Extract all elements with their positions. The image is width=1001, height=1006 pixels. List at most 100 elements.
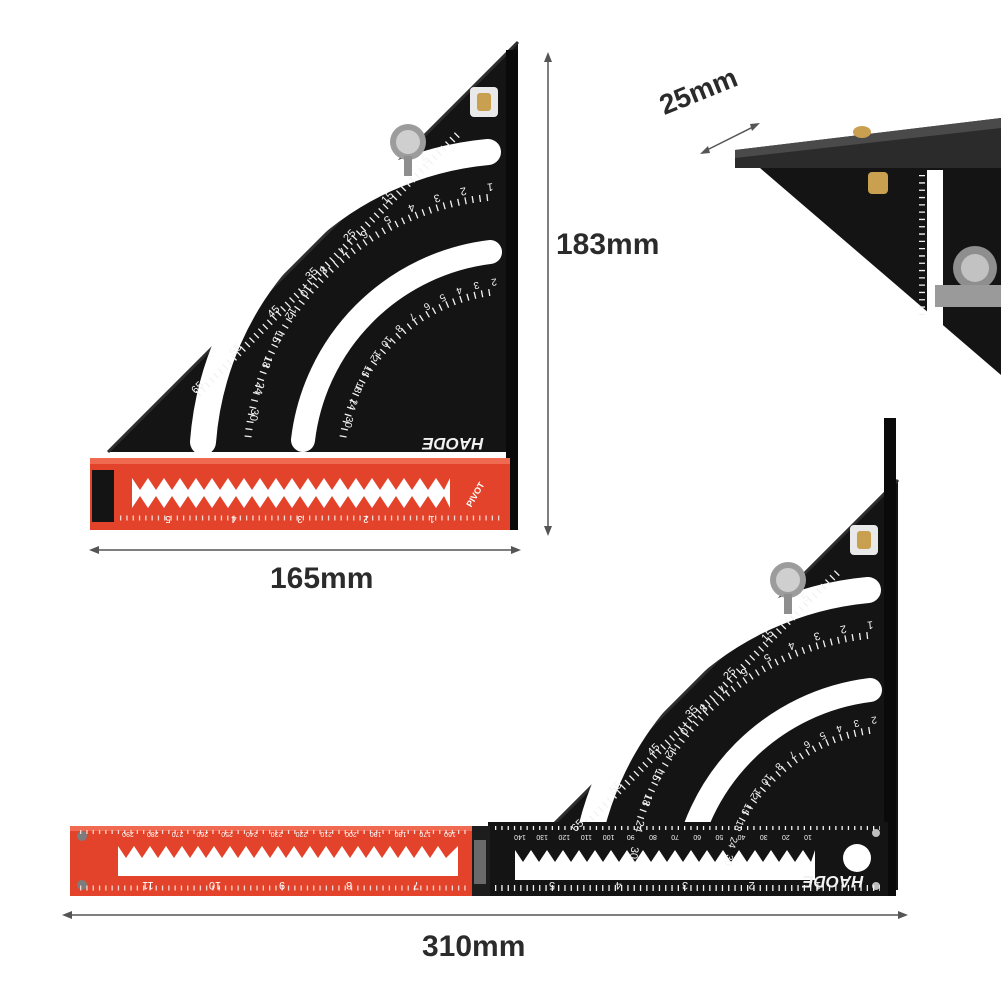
common-rafter-label: 1 bbox=[486, 180, 493, 193]
arm-inch-label: 2 bbox=[363, 513, 369, 524]
base-mm-label: 60 bbox=[693, 833, 701, 840]
base-mm-label: 80 bbox=[649, 833, 657, 840]
common-rafter-label: 4 bbox=[786, 638, 796, 651]
extended-mm-label: 180 bbox=[395, 830, 407, 837]
thickness-closeup bbox=[735, 118, 1001, 375]
base-mm-label: 20 bbox=[782, 833, 790, 840]
arm-inch-label: 1 bbox=[429, 513, 435, 524]
common-rafter-label: 15 bbox=[649, 767, 665, 783]
dimension-lines bbox=[62, 52, 908, 919]
extended-inch-label: 10 bbox=[209, 879, 221, 891]
hip-valley-label: 7 bbox=[406, 310, 418, 322]
common-rafter-label: 6 bbox=[738, 665, 750, 678]
arm-inch-label: 5 bbox=[165, 513, 171, 524]
common-rafter-label: 30 bbox=[627, 846, 641, 860]
common-rafter-label: 3 bbox=[812, 629, 821, 642]
base-mm-label: 40 bbox=[738, 833, 746, 840]
hip-valley-label: 24 bbox=[725, 836, 739, 850]
hip-valley-label: 2 bbox=[490, 275, 497, 287]
hip-valley-label: 18 bbox=[731, 818, 746, 833]
hip-valley-label: 15 bbox=[738, 802, 753, 817]
extended-mm-label: 270 bbox=[172, 830, 184, 837]
hip-valley-label: 8 bbox=[392, 322, 404, 334]
brand-logo: HAODE bbox=[422, 434, 484, 453]
base-mm-label: 100 bbox=[603, 833, 615, 840]
base-mm-label: 90 bbox=[627, 833, 635, 840]
extended-mm-label: 220 bbox=[295, 830, 307, 837]
hip-valley-label: 4 bbox=[454, 284, 463, 296]
hip-valley-label: 2 bbox=[870, 713, 877, 725]
extended-inch-label: 8 bbox=[346, 879, 352, 891]
base-mm-label: 110 bbox=[581, 833, 592, 840]
hip-valley-label: 7 bbox=[786, 748, 798, 760]
folded-width-dimension-label: 165mm bbox=[270, 562, 374, 595]
unfolded-width-dimension-label: 310mm bbox=[422, 930, 526, 963]
common-rafter-label: 10 bbox=[297, 282, 314, 299]
common-rafter-label: 30 bbox=[247, 408, 261, 422]
common-rafter-label: 24 bbox=[631, 819, 646, 834]
base-inch-label: 5 bbox=[549, 879, 555, 891]
hip-valley-label: 8 bbox=[772, 760, 784, 772]
base-inch-label: 4 bbox=[615, 879, 621, 891]
common-rafter-label: 5 bbox=[761, 651, 772, 664]
common-rafter-label: 24 bbox=[251, 381, 266, 396]
hip-valley-label: 5 bbox=[437, 291, 447, 304]
base-inch-label: 1 bbox=[815, 879, 821, 891]
arm-inch-label: 4 bbox=[231, 513, 237, 524]
common-rafter-label: 18 bbox=[259, 354, 274, 370]
hip-valley-label: 15 bbox=[358, 364, 373, 379]
hip-valley-label: 5 bbox=[817, 729, 827, 742]
hip-valley-label: 6 bbox=[801, 738, 812, 751]
arm-inch-label: 3 bbox=[297, 513, 303, 524]
hip-valley-label: 30 bbox=[722, 854, 735, 867]
extended-mm-label: 280 bbox=[147, 830, 159, 837]
folded-square-frame bbox=[90, 50, 518, 530]
common-rafter-label: 2 bbox=[839, 622, 847, 635]
base-mm-label: 140 bbox=[514, 833, 526, 840]
common-rafter-label: 18 bbox=[639, 792, 654, 808]
base-mm-label: 10 bbox=[804, 833, 812, 840]
base-mm-label: 50 bbox=[715, 833, 723, 840]
base-mm-label: 120 bbox=[558, 833, 570, 840]
extended-mm-label: 200 bbox=[345, 830, 357, 837]
hip-valley-label: 6 bbox=[421, 300, 432, 313]
base-inch-label: 2 bbox=[748, 879, 754, 891]
hip-valley-label: 24 bbox=[345, 398, 359, 412]
base-mm-label: 70 bbox=[671, 833, 679, 840]
extended-inch-label: 11 bbox=[142, 879, 153, 891]
height-dimension-label: 183mm bbox=[556, 228, 660, 261]
common-rafter-label: 4 bbox=[406, 200, 416, 213]
folded-square bbox=[108, 42, 518, 452]
base-mm-label: 130 bbox=[536, 833, 548, 840]
extended-mm-label: 230 bbox=[271, 830, 283, 837]
extended-mm-label: 240 bbox=[246, 830, 258, 837]
common-rafter-label: 2 bbox=[459, 184, 467, 197]
base-inch-label: 3 bbox=[682, 879, 688, 891]
extended-mm-label: 250 bbox=[221, 830, 233, 837]
common-rafter-label: 5 bbox=[381, 213, 392, 226]
base-mm-label: 30 bbox=[760, 833, 768, 840]
hip-valley-label: 18 bbox=[351, 380, 366, 395]
common-rafter-label: 1 bbox=[866, 618, 873, 631]
extended-mm-label: 170 bbox=[419, 830, 431, 837]
common-rafter-label: 6 bbox=[358, 227, 370, 240]
common-rafter-label: 15 bbox=[269, 329, 285, 345]
hip-valley-label: 4 bbox=[834, 722, 843, 734]
hip-valley-label: 3 bbox=[852, 717, 860, 729]
unfolded-square bbox=[70, 418, 898, 896]
extended-inch-label: 9 bbox=[279, 879, 285, 891]
hip-valley-label: 30 bbox=[342, 416, 355, 429]
extended-mm-label: 260 bbox=[196, 830, 208, 837]
common-rafter-label: 3 bbox=[432, 191, 441, 204]
common-rafter-label: 12 bbox=[662, 743, 679, 760]
brand-logo: HAODE bbox=[802, 872, 864, 891]
extended-mm-label: 290 bbox=[122, 830, 134, 837]
extended-inch-label: 7 bbox=[413, 879, 419, 891]
extended-mm-label: 210 bbox=[320, 830, 332, 837]
extended-mm-label: 160 bbox=[444, 830, 456, 837]
hip-valley-label: 3 bbox=[472, 279, 480, 291]
common-rafter-label: 12 bbox=[282, 305, 299, 322]
